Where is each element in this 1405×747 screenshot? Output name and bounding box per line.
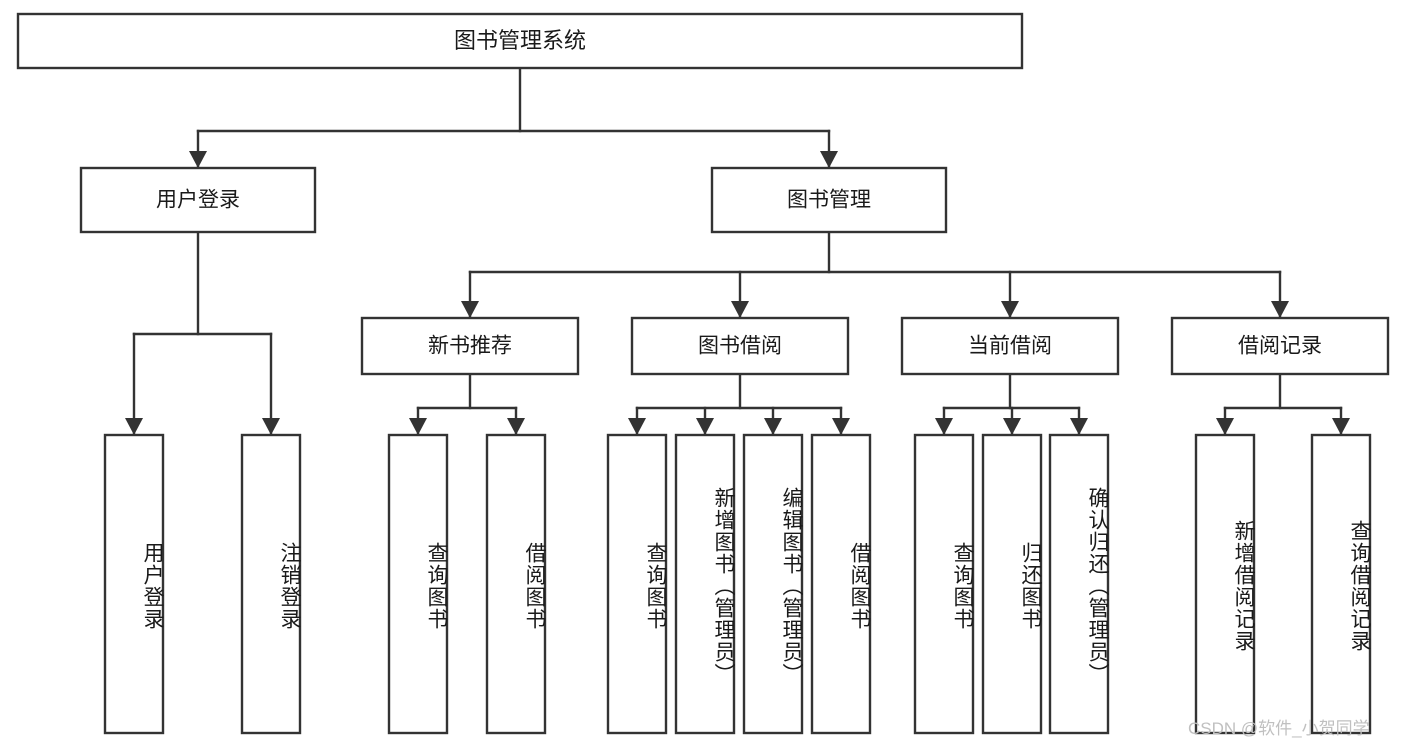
- node-box-leaf-borrow-book-2[interactable]: [810, 433, 872, 735]
- node-box-leaf-borrow-book-1[interactable]: [485, 433, 547, 735]
- node-box-borrow-record[interactable]: [1170, 316, 1390, 376]
- node-box-book-borrow[interactable]: [630, 316, 850, 376]
- node-box-leaf-return-book[interactable]: [981, 433, 1043, 735]
- node-box-leaf-add-record[interactable]: [1194, 433, 1256, 735]
- node-box-user-login[interactable]: [79, 166, 317, 234]
- arrow-head-icon-leaf-user-login: [125, 418, 143, 435]
- node-box-leaf-add-book[interactable]: [674, 433, 736, 735]
- node-box-root[interactable]: [16, 12, 1024, 70]
- node-box-leaf-query-book-2[interactable]: [606, 433, 668, 735]
- node-box-leaf-edit-book[interactable]: [742, 433, 804, 735]
- node-box-leaf-query-record[interactable]: [1310, 433, 1372, 735]
- node-label-root: 图书管理系统: [454, 28, 586, 53]
- arrow-head-icon-leaf-add-record: [1216, 418, 1234, 435]
- node-label-current-borrow: 当前借阅: [968, 335, 1052, 358]
- connector-lines-group: [125, 66, 1350, 437]
- node-label-book-borrow: 图书借阅: [698, 335, 782, 358]
- node-box-leaf-query-book-1[interactable]: [387, 433, 449, 735]
- arrow-head-icon-leaf-query-book-1: [409, 418, 427, 435]
- node-box-leaf-query-book-3[interactable]: [913, 433, 975, 735]
- arrow-head-icon-leaf-confirm-return: [1070, 418, 1088, 435]
- node-box-leaf-logout[interactable]: [240, 433, 302, 735]
- node-box-new-book-recommend[interactable]: [360, 316, 580, 376]
- node-label-borrow-record: 借阅记录: [1238, 335, 1322, 358]
- arrow-head-icon-new-book-recommend: [461, 301, 479, 318]
- arrow-head-icon-leaf-query-book-3: [935, 418, 953, 435]
- node-label-new-book-recommend: 新书推荐: [428, 335, 512, 358]
- node-boxes-group: [16, 12, 1390, 735]
- arrow-head-icon-leaf-add-book: [696, 418, 714, 435]
- arrow-head-icon-leaf-borrow-book-2: [832, 418, 850, 435]
- arrow-head-icon-leaf-edit-book: [764, 418, 782, 435]
- arrow-head-icon-borrow-record: [1271, 301, 1289, 318]
- node-box-book-management[interactable]: [710, 166, 948, 234]
- arrow-head-icon-leaf-logout: [262, 418, 280, 435]
- node-label-user-login: 用户登录: [156, 189, 240, 212]
- node-box-leaf-confirm-return[interactable]: [1048, 433, 1110, 735]
- node-box-leaf-user-login[interactable]: [103, 433, 165, 735]
- arrow-head-icon-leaf-return-book: [1003, 418, 1021, 435]
- arrow-head-icon-current-borrow: [1001, 301, 1019, 318]
- arrow-head-icon-book-borrow: [731, 301, 749, 318]
- arrow-head-icon-leaf-borrow-book-1: [507, 418, 525, 435]
- arrow-head-icon-user-login: [189, 151, 207, 168]
- arrow-head-icon-book-management: [820, 151, 838, 168]
- arrow-head-icon-leaf-query-record: [1332, 418, 1350, 435]
- node-label-book-management: 图书管理: [787, 189, 871, 212]
- arrow-head-icon-leaf-query-book-2: [628, 418, 646, 435]
- node-box-current-borrow[interactable]: [900, 316, 1120, 376]
